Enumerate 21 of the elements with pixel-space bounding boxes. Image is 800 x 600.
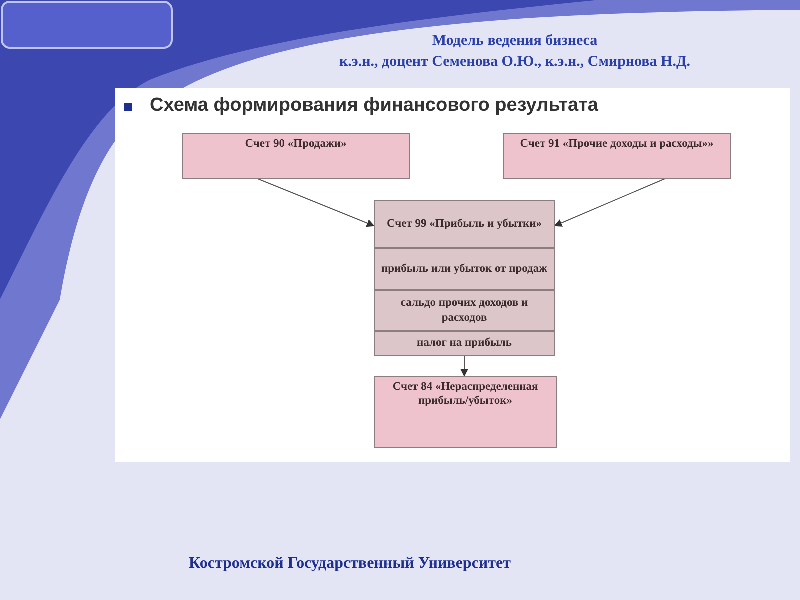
node-label: сальдо прочих доходов и расходов [400,296,530,325]
arrow [258,178,375,228]
account-box [182,133,410,179]
account-box [374,376,557,448]
account-box [503,133,731,179]
node-label: Счет 99 «Прибыль и убытки» [387,216,542,232]
footer-university: Костромской Государственный Университет [188,555,512,573]
header-authors: к.э.н., доцент Семенова О.Ю., к.э.н., Смирнова Н.Д. [338,54,692,71]
node-label: Счет 90 «Продажи» [245,137,347,152]
node-label: прибыль или убыток от продаж [382,262,548,276]
node-label: налог на прибыль [417,336,512,351]
slide-title: Схема формирования финансового результата [150,95,598,117]
header-title: Модель ведения бизнеса [431,33,599,50]
node-label: Счет 84 «Нераспределенная прибыль/убыток» [392,380,540,409]
table-row [374,290,555,331]
table-row [374,331,555,356]
node-label: Счет 91 «Прочие доходы и расходы»» [520,137,714,152]
table-row [374,200,555,248]
table-row [374,248,555,290]
arrow [460,356,468,377]
arrow [554,178,666,227]
